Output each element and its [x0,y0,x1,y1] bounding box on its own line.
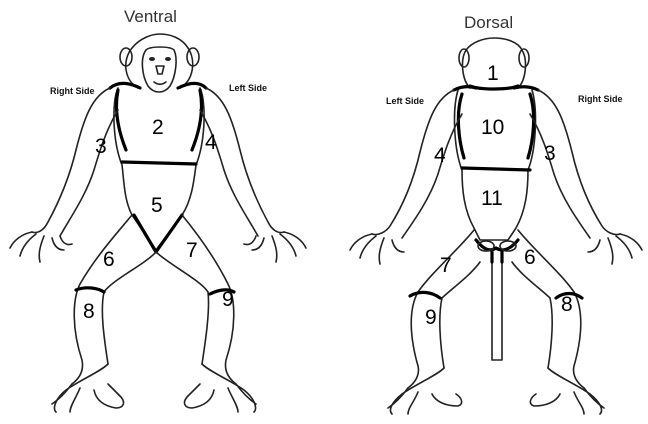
ventral-left-armpit-line [192,90,202,150]
dorsal-right-foot [530,368,604,414]
dorsal-region-1: 1 [487,62,499,85]
dorsal-title: Dorsal [464,13,513,32]
dorsal-left-shoulder-line [454,87,476,90]
ventral-title: Ventral [124,7,177,26]
ventral-region-6: 6 [103,248,115,271]
dorsal-tail-base [492,252,502,262]
dorsal-right-side-label: Right Side [578,94,623,104]
dorsal-left-arm [372,90,462,238]
ventral-right-arm [32,88,118,236]
ventral-left-arm [200,88,284,236]
dorsal-region-10: 10 [481,116,504,139]
ventral-right-hand [10,232,72,262]
ventral-region-5: 5 [151,194,163,217]
ventral-right-foot [52,364,123,412]
ventral-left-hand [244,232,306,262]
dorsal-region-11: 11 [481,187,503,210]
dorsal-left-side-label: Left Side [386,96,424,106]
ventral-region-7: 7 [186,239,198,262]
dorsal-region-8: 8 [561,293,573,316]
dorsal-left-armpit-line [458,94,464,158]
dorsal-left-hand [350,234,404,264]
dorsal-region-3: 3 [544,142,556,165]
ventral-region-2: 2 [152,116,164,139]
ventral-left-side-label: Left Side [229,83,267,93]
ventral-right-knee-line [76,288,104,292]
dorsal-left-ear [459,49,469,67]
ventral-waist-line [122,162,196,164]
ventral-mouth [154,82,166,84]
ventral-region-4: 4 [205,131,217,154]
dorsal-right-hand [588,234,642,264]
dorsal-region-4: 4 [434,144,446,167]
ventral-head [126,34,193,88]
dorsal-right-leg [512,230,584,388]
ventral-region-8: 8 [83,300,95,323]
dorsal-region-9: 9 [425,306,437,329]
dorsal-left-knee-line [410,292,440,298]
dorsal-right-shoulder-line [514,87,538,90]
dorsal-left-foot [388,368,462,414]
dorsal-region-6: 6 [524,246,536,269]
dorsal-torso [455,90,536,240]
ventral-nose [156,66,164,74]
ventral-left-eye [149,57,155,61]
dorsal-waist-line [462,168,530,170]
dorsal-tail [492,250,502,360]
ventral-region-3: 3 [95,135,107,158]
ventral-right-shoulder-line [110,83,140,88]
ventral-left-shoulder-line [178,83,206,88]
ventral-right-eye [165,57,171,61]
ventral-right-side-label: Right Side [50,86,95,96]
ventral-region-9: 9 [222,288,234,311]
dorsal-right-ear [519,49,529,67]
ventral-face [142,47,176,92]
ventral-right-armpit-line [116,90,126,150]
ventral-groin-line [134,215,182,252]
ventral-left-foot [185,364,256,412]
dorsal-region-7: 7 [440,254,452,277]
